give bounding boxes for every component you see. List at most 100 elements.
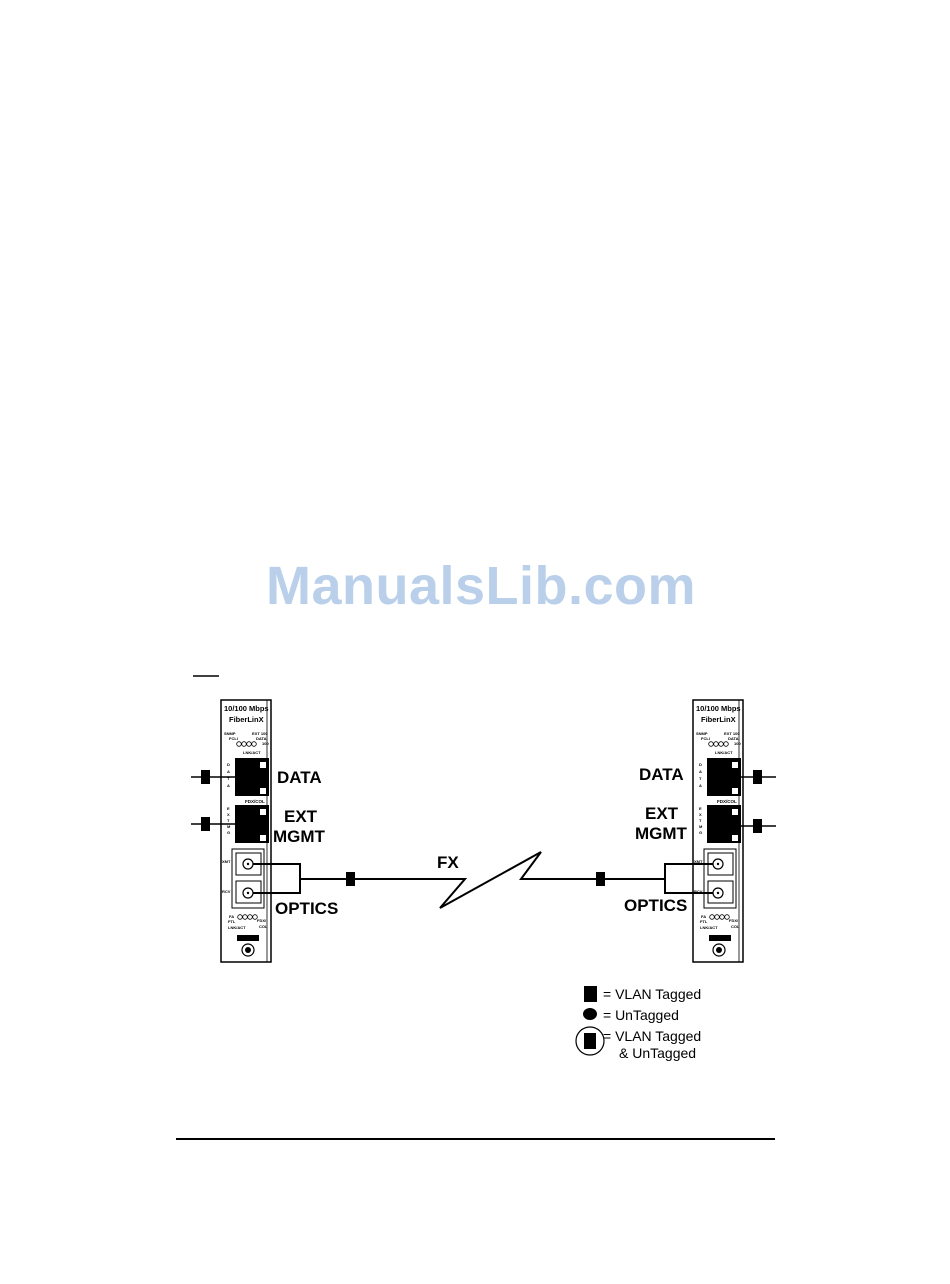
left-fdxcol-text: FDX/COL [245, 799, 265, 804]
legend-both-text-2: & UnTagged [619, 1045, 696, 1061]
right-xmt-core [716, 862, 720, 866]
right-ext-label: EXT [645, 804, 679, 823]
left-led-1 [236, 741, 242, 747]
left-rcv-core [246, 891, 250, 895]
right-lnkact-text: LNK/ACT [715, 750, 733, 755]
left-data-port-led-b [260, 788, 266, 794]
left-data-tag-marker [201, 770, 210, 784]
right-port1-letter-t: T [699, 776, 702, 781]
fx-right-tag-marker [596, 872, 605, 886]
left-port2-letter-t: T [227, 818, 230, 823]
left-bled-4 [252, 914, 258, 920]
right-led-fdx: FDX/ [729, 918, 739, 923]
left-led-4 [251, 741, 257, 747]
fx-left-tag-marker [346, 872, 355, 886]
footer-rule [176, 1138, 775, 1140]
left-led-fa: FA [229, 914, 234, 919]
left-bled-2 [242, 914, 248, 920]
left-led-snmp: SNMP [224, 731, 236, 736]
left-mgmt-port-led-b [260, 835, 266, 841]
right-port2-letter-t: T [699, 818, 702, 823]
left-port2-letter-x: X [227, 812, 230, 817]
left-data-port-led-a [260, 762, 266, 768]
legend-untagged-text: = UnTagged [603, 1007, 679, 1023]
fx-label: FX [437, 853, 459, 872]
left-mgmt-port-led-a [260, 809, 266, 815]
left-mgmt-tag-marker [201, 817, 210, 831]
right-port2-letter-g: G [699, 830, 702, 835]
right-rcv-core [716, 891, 720, 895]
left-port2-letter-g: G [227, 830, 230, 835]
right-led-data: DATA [728, 736, 739, 741]
right-led-3 [718, 741, 724, 747]
right-led-snmp: SNMP [696, 731, 708, 736]
right-mgmt-label: MGMT [635, 824, 688, 843]
right-led-lnkact2: LNK/ACT [700, 925, 718, 930]
left-led-100: 100 [262, 741, 269, 746]
left-port1-letter-t: T [227, 776, 230, 781]
right-data-port-led-b [732, 788, 738, 794]
right-fdxcol-text: FDX/COL [717, 799, 737, 804]
right-speed-text: 10/100 Mbps [696, 704, 741, 713]
right-bled-2 [714, 914, 720, 920]
right-port2-letter-m: M [699, 824, 703, 829]
left-module: 10/100 Mbps FiberLinX SNMP FCLI EXT 100 … [220, 699, 272, 963]
right-screw-center [716, 947, 722, 953]
legend-tagged-symbol [584, 986, 597, 1002]
left-mgmt-label: MGMT [273, 827, 326, 846]
left-bled-3 [247, 914, 253, 920]
left-xmt-text: XMT [222, 859, 231, 864]
left-led-fdx: FDX/ [257, 918, 267, 923]
right-mgmt-port-led-a [732, 809, 738, 815]
right-data-tag-marker [753, 770, 762, 784]
left-label-plate [237, 935, 259, 941]
left-xmt-core [246, 862, 250, 866]
left-led-col: COL [259, 924, 268, 929]
left-bled-1 [237, 914, 243, 920]
left-port1-letter-a2: A [227, 783, 230, 788]
right-led-fcli: FCLI [701, 736, 710, 741]
left-led-3 [246, 741, 252, 747]
left-led-fcli: FCLI [229, 736, 238, 741]
right-led-ftl: FTL [700, 919, 708, 924]
right-data-label: DATA [639, 765, 684, 784]
left-ext-label: EXT [284, 807, 318, 826]
left-brand-text: FiberLinX [229, 715, 264, 724]
right-led-2 [713, 741, 719, 747]
right-mgmt-tag-marker [753, 819, 762, 833]
legend-both-symbol [584, 1033, 596, 1049]
left-speed-text: 10/100 Mbps [224, 704, 269, 713]
right-port1-letter-a2: A [699, 783, 702, 788]
right-xmt-text: XMT [694, 859, 703, 864]
right-led-fa: FA [701, 914, 706, 919]
right-mgmt-port-led-b [732, 835, 738, 841]
right-led-col: COL [731, 924, 740, 929]
right-brand-text: FiberLinX [701, 715, 736, 724]
left-rcv-text: RCV [222, 889, 231, 894]
left-optics-label: OPTICS [275, 899, 338, 918]
watermark: ManualsLib.com [266, 556, 697, 616]
right-led-4 [723, 741, 729, 747]
fx-link [300, 851, 665, 909]
legend-tagged-text: = VLAN Tagged [603, 986, 701, 1002]
right-port1-letter-a: A [699, 769, 702, 774]
right-rcv-text: RCV [694, 889, 703, 894]
right-bled-1 [709, 914, 715, 920]
left-screw-center [245, 947, 251, 953]
legend-untagged-symbol [583, 1008, 597, 1020]
right-led-1 [708, 741, 714, 747]
right-port2-letter-e: E [699, 806, 702, 811]
right-led-100: 100 [734, 741, 741, 746]
left-led-ftl: FTL [228, 919, 236, 924]
right-bled-4 [724, 914, 730, 920]
left-led-data: DATA [256, 736, 267, 741]
legend-both-text-1: = VLAN Tagged [603, 1028, 701, 1044]
left-led-2 [241, 741, 247, 747]
left-data-label: DATA [277, 768, 322, 787]
legend: = VLAN Tagged = UnTagged = VLAN Tagged &… [575, 986, 701, 1061]
right-led-ext100: EXT 100 [724, 731, 740, 736]
right-port2-letter-x: X [699, 812, 702, 817]
left-led-lnkact2: LNK/ACT [228, 925, 246, 930]
right-port1-letter-d: D [699, 762, 702, 767]
